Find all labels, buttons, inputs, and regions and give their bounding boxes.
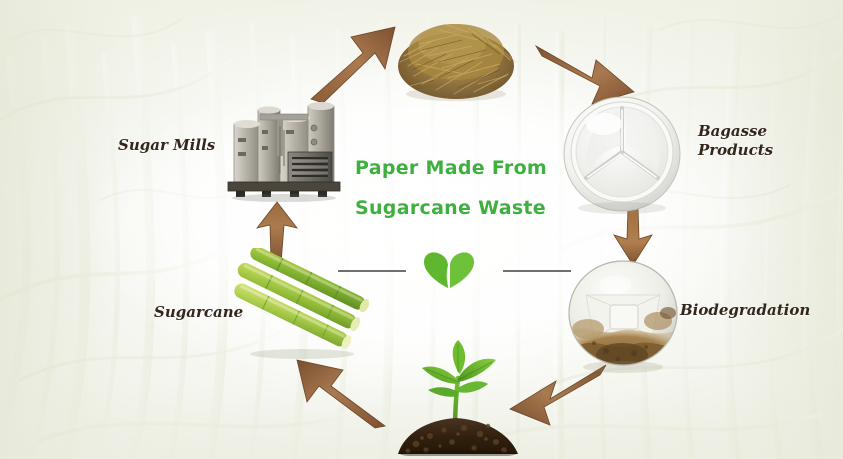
label-sugarcane: Sugarcane xyxy=(154,303,244,321)
page-title-line2: Sugarcane Waste xyxy=(355,197,546,219)
label-bagasse-products-line1: Bagasse xyxy=(698,122,768,140)
page-title-line1: Paper Made From xyxy=(355,157,548,179)
label-biodegradation: Biodegradation xyxy=(680,301,811,319)
seedling-in-soil-mound-image xyxy=(398,340,518,456)
node-bagasse-pile xyxy=(382,4,530,104)
node-sugarcane xyxy=(224,248,374,363)
node-soil-seedling xyxy=(388,338,528,456)
white-3-compartment-plate-image xyxy=(563,96,681,214)
decomposing-plate-image xyxy=(568,260,678,373)
node-bagasse-products xyxy=(556,88,692,214)
sugarcane-stalks-image xyxy=(234,248,370,359)
sugar-mill-factory-image xyxy=(227,102,341,202)
page-title: Paper Made From Sugarcane Waste xyxy=(355,148,575,228)
node-sugar-mills xyxy=(222,96,348,202)
two-leaf-heart-icon xyxy=(424,252,474,289)
divider-right xyxy=(503,270,571,272)
label-bagasse-products: Bagasse Products xyxy=(698,122,788,160)
divider-left xyxy=(338,270,406,272)
label-sugar-mills: Sugar Mills xyxy=(118,136,216,154)
label-bagasse-products-line2: Products xyxy=(698,141,774,159)
bagasse-fiber-pile-image xyxy=(398,23,517,101)
node-biodegradation xyxy=(560,255,690,373)
